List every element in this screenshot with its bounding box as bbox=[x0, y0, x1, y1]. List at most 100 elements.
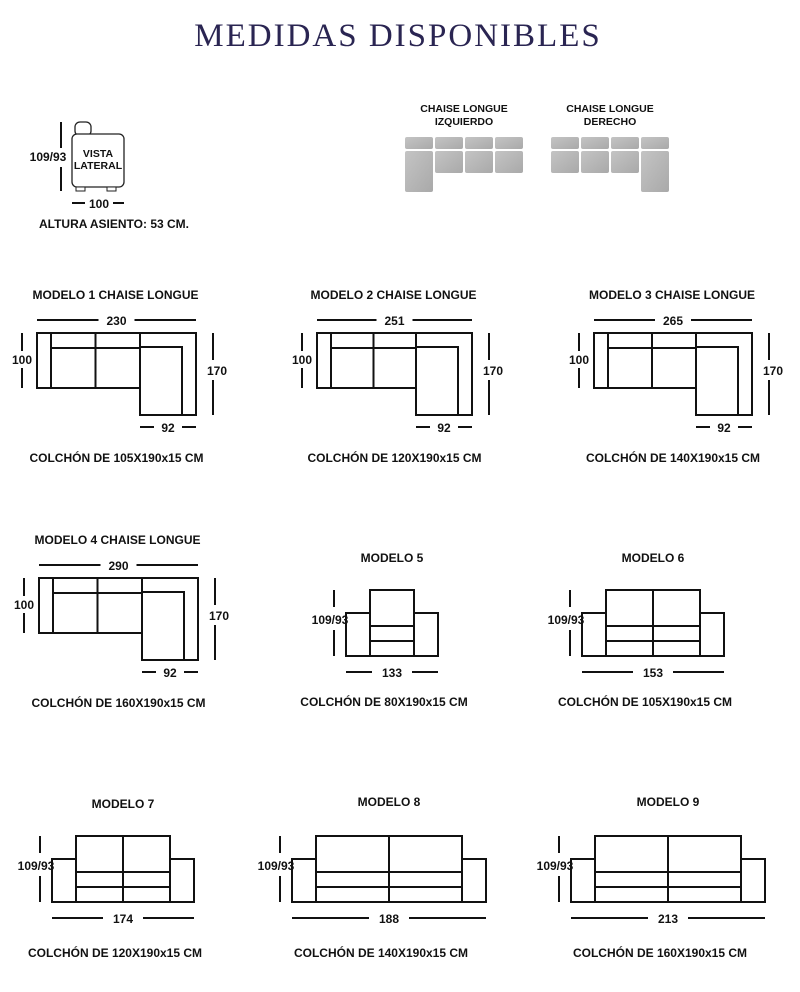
seat-cushion-shape bbox=[581, 151, 609, 173]
left-arm-shape bbox=[291, 858, 317, 903]
model-name: MODELO 7 bbox=[92, 797, 155, 811]
chaise-inner bbox=[416, 346, 459, 415]
side-label-1: VISTA bbox=[83, 148, 114, 160]
mattress-size: COLCHÓN DE 105X190x15 CM bbox=[29, 450, 203, 465]
width-dimension: 153 bbox=[643, 666, 663, 680]
chaise-cushion-shape bbox=[641, 151, 669, 192]
left-arm-shape bbox=[581, 612, 607, 657]
mattress-size: COLCHÓN DE 80X190x15 CM bbox=[300, 694, 467, 709]
model-name: MODELO 2 CHAISE LONGUE bbox=[310, 288, 476, 302]
left-arm-shape bbox=[570, 858, 596, 903]
page-title: MEDIDAS DISPONIBLES bbox=[194, 18, 601, 54]
model-3: MODELO 3 CHAISE LONGUE 265 100 170 92COLCHÓN… bbox=[569, 288, 783, 465]
back-cushion-shape bbox=[581, 137, 609, 149]
seat-cushion-shape bbox=[465, 151, 493, 173]
back-cushion-shape bbox=[465, 137, 493, 149]
seat-cushion-shape bbox=[611, 151, 639, 173]
model-name: MODELO 8 bbox=[358, 795, 421, 809]
back-cushion-shape bbox=[435, 137, 463, 149]
chaise-width-dimension: 92 bbox=[437, 421, 451, 435]
chaise-inner bbox=[696, 346, 739, 415]
side-width: 100 bbox=[89, 197, 109, 211]
left-arm-shape bbox=[345, 612, 371, 657]
mattress-size: COLCHÓN DE 160X190x15 CM bbox=[573, 945, 747, 960]
depth-dimension: 100 bbox=[12, 353, 32, 367]
svg-text:DERECHO: DERECHO bbox=[584, 116, 637, 128]
side-view: 109/93 VISTA LATERAL 100 ALTURA ASIENTO:… bbox=[30, 121, 189, 231]
svg-text:CHAISE LONGUE: CHAISE LONGUE bbox=[566, 103, 654, 115]
model-4: MODELO 4 CHAISE LONGUE 290 100 170 92COLCHÓN… bbox=[14, 533, 229, 710]
sofa-outline bbox=[316, 332, 473, 416]
model-name: MODELO 9 bbox=[637, 795, 700, 809]
height-dimension: 109/93 bbox=[537, 859, 574, 873]
model-name: MODELO 4 CHAISE LONGUE bbox=[34, 533, 200, 547]
width-dimension: 230 bbox=[106, 314, 126, 328]
orientation-left: CHAISE LONGUE IZQUIERDO bbox=[405, 103, 523, 192]
chaise-inner bbox=[140, 346, 183, 415]
chaise-depth-dimension: 170 bbox=[763, 364, 783, 378]
mattress-size: COLCHÓN DE 105X190x15 CM bbox=[558, 694, 732, 709]
seat-cushion-shape bbox=[435, 151, 463, 173]
width-dimension: 133 bbox=[382, 666, 402, 680]
back-cushion-shape bbox=[611, 137, 639, 149]
backrest-seat-shape bbox=[369, 589, 415, 657]
side-body-shape bbox=[71, 133, 125, 188]
back-cushion-shape bbox=[551, 137, 579, 149]
chaise-cushion-shape bbox=[405, 151, 433, 192]
right-arm-shape bbox=[413, 612, 439, 657]
chaise-width-dimension: 92 bbox=[163, 666, 177, 680]
chaise-depth-dimension: 170 bbox=[483, 364, 503, 378]
height-dimension: 109/93 bbox=[548, 613, 585, 627]
right-arm-shape bbox=[461, 858, 487, 903]
sofa-outline bbox=[36, 332, 197, 416]
width-dimension: 213 bbox=[658, 912, 678, 926]
mattress-size: COLCHÓN DE 120X190x15 CM bbox=[307, 450, 481, 465]
seat-cushion-shape bbox=[495, 151, 523, 173]
mattress-size: COLCHÓN DE 120X190x15 CM bbox=[28, 945, 202, 960]
chaise-depth-dimension: 170 bbox=[209, 609, 229, 623]
model-1: MODELO 1 CHAISE LONGUE 230 100 170 92COLCHÓN… bbox=[12, 288, 227, 465]
depth-dimension: 100 bbox=[292, 353, 312, 367]
height-dimension: 109/93 bbox=[312, 613, 349, 627]
height-dimension: 109/93 bbox=[18, 859, 55, 873]
depth-dimension: 100 bbox=[569, 353, 589, 367]
width-dimension: 265 bbox=[663, 314, 683, 328]
chaise-depth-dimension: 170 bbox=[207, 364, 227, 378]
seat-cushion-shape bbox=[551, 151, 579, 173]
left-arm-shape bbox=[51, 858, 77, 903]
model-name: MODELO 1 CHAISE LONGUE bbox=[32, 288, 198, 302]
chaise-width-dimension: 92 bbox=[717, 421, 731, 435]
orientation-right: CHAISE LONGUE DERECHO bbox=[551, 103, 669, 192]
height-dimension: 109/93 bbox=[258, 859, 295, 873]
mattress-size: COLCHÓN DE 140X190x15 CM bbox=[586, 450, 760, 465]
back-cushion-shape bbox=[495, 137, 523, 149]
model-name: MODELO 6 bbox=[622, 551, 685, 565]
svg-text:IZQUIERDO: IZQUIERDO bbox=[435, 116, 493, 128]
width-dimension: 290 bbox=[108, 559, 128, 573]
width-dimension: 251 bbox=[384, 314, 404, 328]
svg-text:CHAISE LONGUE: CHAISE LONGUE bbox=[420, 103, 508, 115]
depth-dimension: 100 bbox=[14, 598, 34, 612]
right-arm-shape bbox=[740, 858, 766, 903]
model-name: MODELO 3 CHAISE LONGUE bbox=[589, 288, 755, 302]
side-height: 109/93 bbox=[30, 150, 67, 164]
mattress-size: COLCHÓN DE 140X190x15 CM bbox=[294, 945, 468, 960]
sofa-outline bbox=[593, 332, 753, 416]
width-dimension: 174 bbox=[113, 912, 133, 926]
right-arm-shape bbox=[169, 858, 195, 903]
back-cushion-shape bbox=[641, 137, 669, 149]
seat-height: ALTURA ASIENTO: 53 CM. bbox=[39, 217, 189, 231]
mattress-size: COLCHÓN DE 160X190x15 CM bbox=[31, 695, 205, 710]
width-dimension: 188 bbox=[379, 912, 399, 926]
chaise-width-dimension: 92 bbox=[161, 421, 175, 435]
model-2: MODELO 2 CHAISE LONGUE 251 100 170 92COLCHÓN… bbox=[292, 288, 503, 465]
chaise-inner bbox=[142, 591, 185, 660]
back-cushion-shape bbox=[405, 137, 433, 149]
side-label-2: LATERAL bbox=[74, 160, 123, 172]
